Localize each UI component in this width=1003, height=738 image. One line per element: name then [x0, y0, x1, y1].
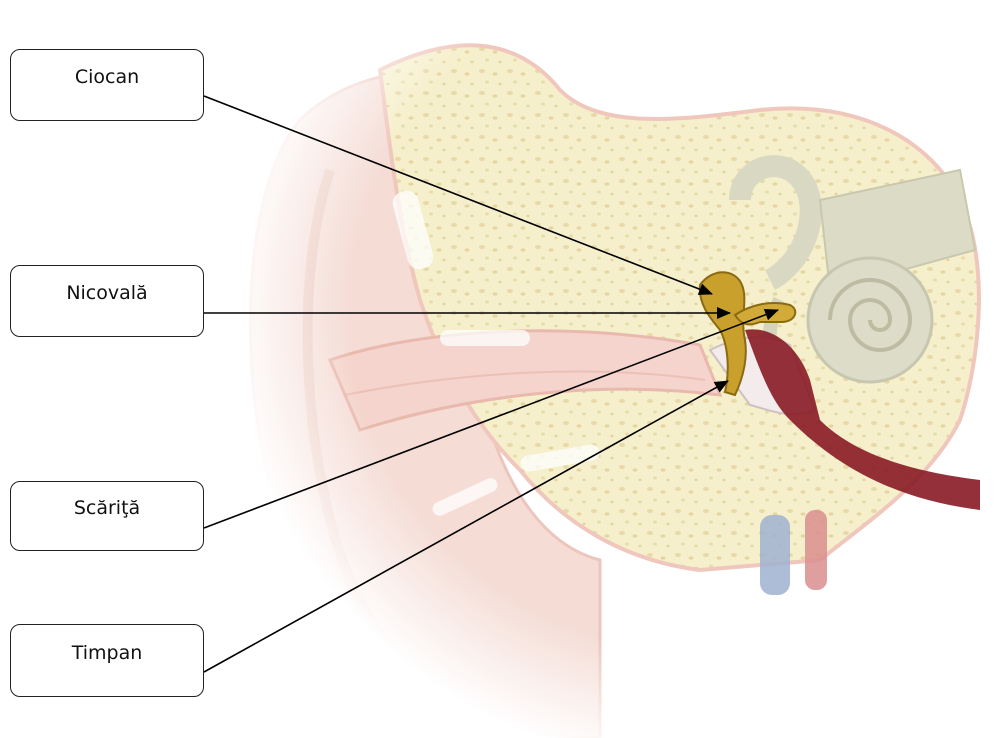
label-scarita: Scăriţă: [10, 481, 204, 551]
label-timpan: Timpan: [10, 624, 204, 697]
label-scarita-text: Scăriţă: [74, 497, 140, 519]
label-ciocan: Ciocan: [10, 49, 204, 121]
label-nicovala: Nicovală: [10, 265, 204, 337]
label-timpan-text: Timpan: [72, 642, 143, 664]
label-nicovala-text: Nicovală: [66, 282, 147, 304]
label-ciocan-text: Ciocan: [75, 66, 139, 88]
